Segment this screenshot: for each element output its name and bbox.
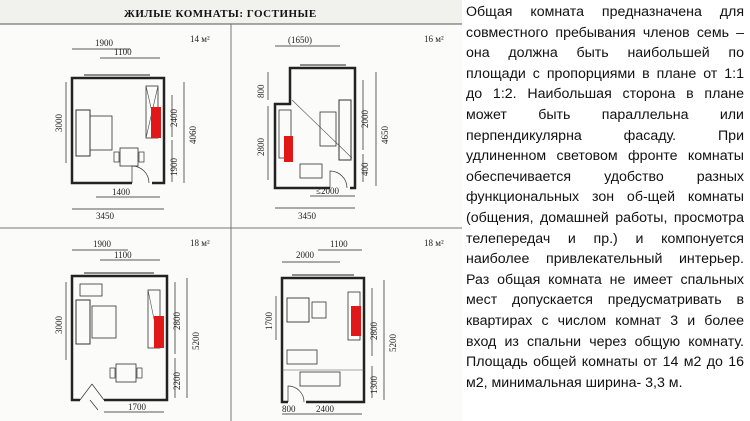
dim-label: 2200 <box>172 372 182 391</box>
dim-label: 1700 <box>264 312 274 331</box>
tv-wall-highlight <box>351 306 361 336</box>
room-outline <box>70 76 166 185</box>
floor-plans-figure: ЖИЛЫЕ КОМНАТЫ: ГОСТИНЫЕ 14 м² 1900 1100 … <box>0 0 462 421</box>
dim-label: 2000 <box>296 250 315 260</box>
dim-label: 4650 <box>380 126 390 145</box>
dim-label: 1400 <box>112 187 131 197</box>
plan-area-label: 18 м² <box>190 238 210 248</box>
dim-label: 1900 <box>95 38 114 48</box>
dim-label: 2800 <box>369 322 379 341</box>
description-text: Общая комната предназначена для совместн… <box>466 4 744 391</box>
header-title: ЖИЛЫЕ КОМНАТЫ: ГОСТИНЫЕ <box>124 8 317 20</box>
dim-label: 1300 <box>369 376 379 395</box>
plan-18m2-a: 18 м² 1900 1100 3000 2800 5200 <box>54 238 210 413</box>
plan-area-label: 14 м² <box>190 34 210 44</box>
dim-label: 4060 <box>188 126 198 145</box>
tv-wall-highlight <box>151 107 161 138</box>
dim-label: 1100 <box>114 250 132 260</box>
plan-16m2: 16 м² (1650) 800 2800 2000 4650 400 <box>256 34 444 221</box>
tv-wall-highlight <box>284 136 293 162</box>
plan-area-label: 18 м² <box>424 238 444 248</box>
dim-label: 1900 <box>93 239 112 249</box>
dim-label: 1100 <box>114 47 132 57</box>
room-outline <box>70 274 169 402</box>
dim-label: 3000 <box>54 114 64 133</box>
dim-label: 2800 <box>172 312 182 331</box>
plan-18m2-b: 18 м² 1100 2000 1700 2800 5200 1300 <box>264 238 444 415</box>
dim-label: ≤2000 <box>316 186 339 196</box>
plan-14m2: 14 м² 1900 1100 3000 2400 4060 <box>54 34 210 221</box>
dim-label: 2000 <box>360 110 370 129</box>
dim-label: 3450 <box>298 211 317 221</box>
dim-label: 2400 <box>316 404 335 414</box>
dim-label: 3450 <box>96 211 115 221</box>
dim-label: 800 <box>282 404 296 414</box>
floor-plans-panel: ЖИЛЫЕ КОМНАТЫ: ГОСТИНЫЕ 14 м² 1900 1100 … <box>0 0 462 421</box>
dim-label: 1700 <box>128 402 147 412</box>
tv-wall-highlight <box>154 316 164 348</box>
dim-label: 800 <box>256 84 266 98</box>
dim-label: 3000 <box>54 316 64 335</box>
header-band <box>0 0 462 24</box>
dim-label: 2400 <box>169 109 179 128</box>
dim-label: 1100 <box>330 239 348 249</box>
plan-area-label: 16 м² <box>424 34 444 44</box>
dim-label: (1650) <box>288 35 312 45</box>
dim-label: 5200 <box>191 332 201 351</box>
dim-label: 5200 <box>388 334 398 353</box>
dim-label: 400 <box>360 162 370 176</box>
room-outline <box>273 66 357 190</box>
dim-label: 1900 <box>169 158 179 177</box>
dim-label: 2800 <box>256 138 266 157</box>
